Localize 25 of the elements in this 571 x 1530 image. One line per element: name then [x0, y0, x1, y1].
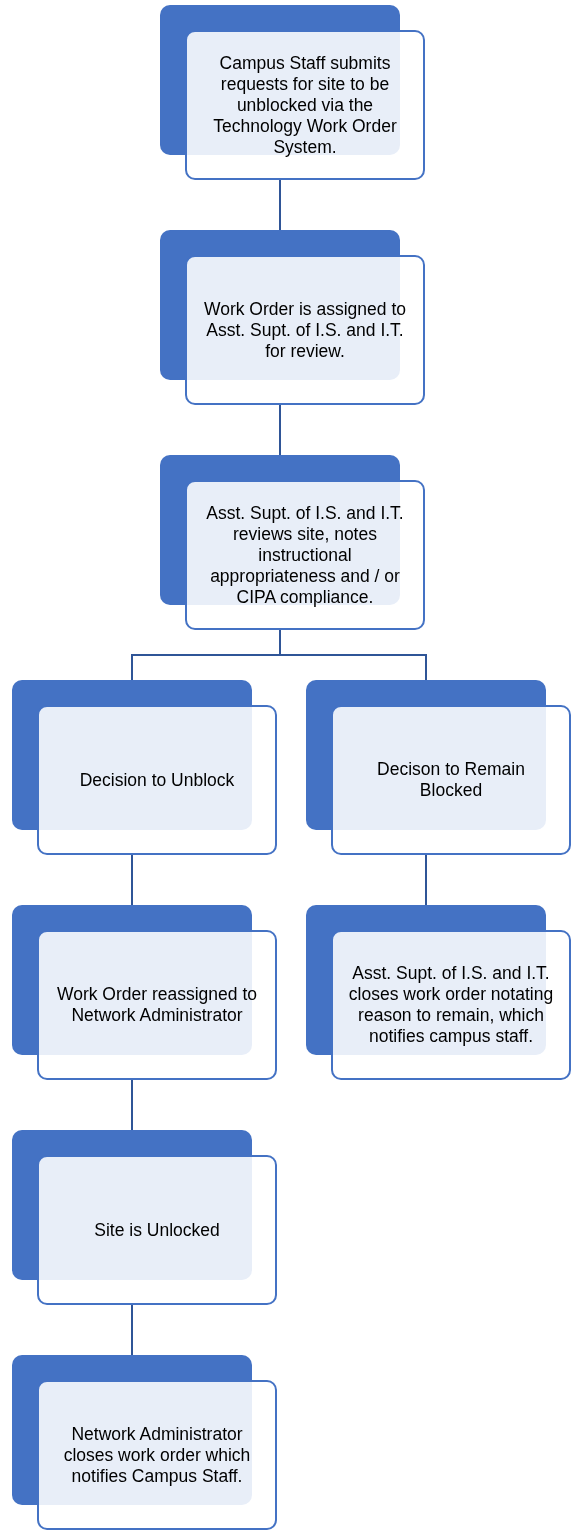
process-box [160, 5, 425, 180]
process-box [12, 680, 277, 855]
process-box [306, 905, 571, 1080]
process-box [12, 1130, 277, 1305]
process-box [12, 1355, 277, 1530]
step-text: Work Order reassigned to Network Administrator [55, 984, 258, 1026]
connector-line [425, 854, 427, 906]
step-text: Asst. Supt. of I.S. and I.T. closes work order notating reason to remain, which notifies campus staff. [347, 963, 555, 1047]
connector-line [131, 1079, 133, 1131]
connector-line [279, 629, 427, 681]
process-box [160, 455, 425, 630]
step-text: Campus Staff submits requests for site to be unblocked via the Technology Work Order System. [212, 52, 398, 158]
step-text: Site is Unlocked [94, 1219, 220, 1241]
step-text: Decision to Unblock [79, 769, 235, 791]
step-text: Decison to Remain Blocked [376, 759, 526, 801]
connector-line [131, 1304, 133, 1356]
connector-line [279, 179, 281, 231]
step-text: Network Administrator closes work order which notifies Campus Staff. [62, 1423, 252, 1487]
process-box [306, 680, 571, 855]
connector-line [131, 854, 133, 906]
process-box [160, 230, 425, 405]
process-box [12, 905, 277, 1080]
connector-line [279, 404, 281, 456]
step-text: Work Order is assigned to Asst. Supt. of I.S. and I.T. for review. [203, 298, 407, 362]
step-text: Asst. Supt. of I.S. and I.T. reviews site, notes instructional appropriateness and / or CIPA compliance. [205, 502, 405, 608]
